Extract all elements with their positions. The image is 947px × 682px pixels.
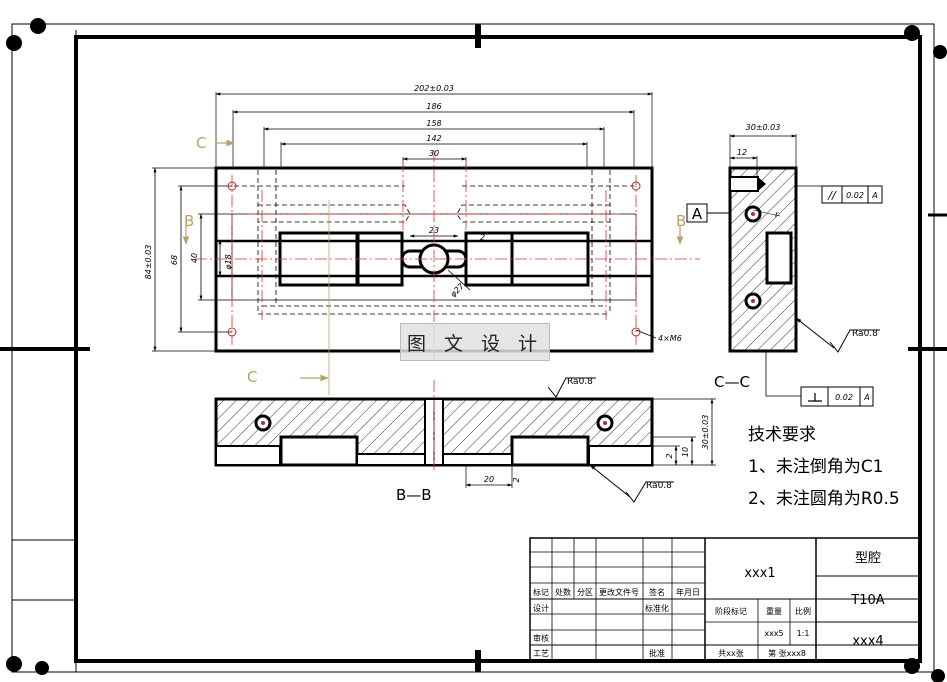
title-block-text: 标记 处数 分区 更改文件号 签名 年月日 设计 标准化 审核 工艺 批准 阶段… xyxy=(533,551,885,658)
tb-material: T10A xyxy=(850,593,884,608)
dim-68: 68 xyxy=(170,255,179,265)
tb-weight-label: 重量 xyxy=(766,606,782,616)
tb-zone: 分区 xyxy=(577,588,593,597)
parallel-ref: A xyxy=(871,191,877,200)
dim-2c: 2 xyxy=(512,477,521,482)
tb-standardize: 标准化 xyxy=(645,603,669,613)
section-label-c-mid: C xyxy=(247,368,257,386)
tb-mark: 标记 xyxy=(533,587,549,597)
plan-view: 202±0.03 186 158 142 30 23 84±0.03 68 40… xyxy=(144,84,700,395)
technical-requirements: 技术要求 1、未注倒角为C1 2、未注圆角为R0.5 xyxy=(748,425,900,509)
tb-check: 审核 xyxy=(533,633,549,643)
section-view-bb-title: B—B xyxy=(396,486,432,504)
section-b-b: 30±0.03 10 2 20 2 Ra0.8 Ra0.8 B—B xyxy=(214,377,716,504)
tb-design: 设计 xyxy=(533,603,549,613)
tb-scale-value: 1:1 xyxy=(797,629,810,638)
tb-sign: 签名 xyxy=(649,587,665,597)
roughness-right: Ra0.8 xyxy=(852,329,878,339)
dim-phi27: φ27 xyxy=(449,281,467,299)
dim-186: 186 xyxy=(426,102,441,111)
datum-label: A xyxy=(692,205,703,223)
tb-process: 工艺 xyxy=(533,649,549,658)
dim-r: r xyxy=(775,210,779,219)
dim-158: 158 xyxy=(426,119,441,128)
perp-symbol xyxy=(808,393,822,402)
roughness-top: Ra0.8 xyxy=(567,377,593,387)
section-c-c: 30±0.03 12 r A // 0.02 A 0.02 A Ra0.8 C—… xyxy=(686,123,883,407)
dim-10: 10 xyxy=(681,447,690,457)
tb-approve: 批准 xyxy=(649,648,665,658)
roughness-bottom: Ra0.8 xyxy=(646,481,672,491)
dim-12: 12 xyxy=(737,148,747,157)
title-block xyxy=(529,537,921,662)
tb-change-doc: 更改文件号 xyxy=(599,587,639,597)
perp-ref: A xyxy=(863,393,869,402)
perp-value: 0.02 xyxy=(835,393,853,402)
tech-req-line1: 1、未注倒角为C1 xyxy=(748,457,884,477)
dim-2: 2 xyxy=(480,233,485,242)
tb-date: 年月日 xyxy=(676,587,700,597)
dim-phi18: φ18 xyxy=(224,254,233,269)
tb-stage-mark: 阶段标记 xyxy=(715,606,747,616)
section-label-b-right: B xyxy=(676,212,686,230)
dim-2b: 2 xyxy=(665,453,674,458)
dim-142: 142 xyxy=(426,134,441,143)
section-view-cc-title: C—C xyxy=(714,373,750,391)
dim-bottom-height: 30±0.03 xyxy=(701,415,710,450)
dim-20: 20 xyxy=(484,475,494,484)
section-label-c-left: C xyxy=(196,134,206,152)
tb-sheet-no: 第 张xxx8 xyxy=(768,648,806,658)
tb-weight-value: xxx5 xyxy=(764,629,783,638)
watermark-badge: 图 文 设 计 xyxy=(400,323,550,361)
tb-count: 处数 xyxy=(555,587,571,597)
dim-holes: 4×M6 xyxy=(658,334,682,343)
drawing-frame xyxy=(0,18,947,682)
parallel-value: 0.02 xyxy=(846,191,864,200)
dim-left-overall: 84±0.03 xyxy=(144,245,153,280)
tech-req-line2: 2、未注圆角为R0.5 xyxy=(748,489,900,509)
dim-40: 40 xyxy=(190,253,199,263)
tb-material-header: 型腔 xyxy=(855,551,881,566)
tb-part-name: xxx1 xyxy=(744,566,775,581)
watermark-text: 图 文 设 计 xyxy=(406,332,544,355)
parallel-symbol: // xyxy=(827,189,837,202)
tb-sheets: 共xx张 xyxy=(718,649,743,658)
dim-side-width: 30±0.03 xyxy=(746,123,781,132)
tb-drawing-no: xxx4 xyxy=(852,634,883,649)
tech-req-title: 技术要求 xyxy=(748,425,816,445)
dim-top-overall: 202±0.03 xyxy=(414,84,454,93)
section-label-b-left: B xyxy=(184,212,194,230)
tb-scale-label: 比例 xyxy=(795,606,811,616)
